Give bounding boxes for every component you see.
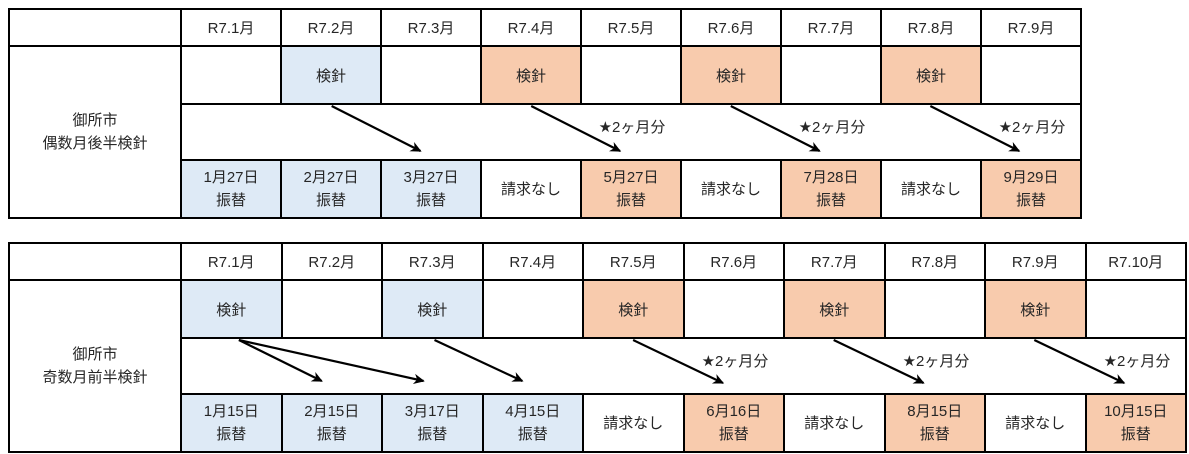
no-billing-cell: 請求なし (680, 159, 782, 219)
arrow-line (331, 106, 422, 152)
month-header-cell: R7.2月 (280, 8, 382, 47)
corner-cell (8, 8, 182, 47)
arrow-area-cell: ★2ヶ月分 ★2ヶ月分 ★2ヶ月分 (180, 337, 1187, 395)
kenshin-empty-cell (180, 45, 282, 105)
kenshin-cell: 検針 (680, 45, 782, 105)
kenshin-empty-cell (980, 45, 1082, 105)
table-title-line: 奇数月前半検針 (42, 369, 148, 386)
arrow-row: ★2ヶ月分 ★2ヶ月分 ★2ヶ月分 (9, 103, 1082, 161)
arrow-line (730, 106, 821, 152)
month-header-cell: R7.6月 (682, 242, 785, 281)
kenshin-empty-cell (380, 45, 482, 105)
kenshin-empty-cell (682, 279, 785, 339)
transfer-cell: 8月15日振替 (883, 393, 986, 453)
transfer-cell: 7月28日振替 (780, 159, 882, 219)
arrow-line (530, 106, 622, 152)
month-header-cell: R7.1月 (180, 242, 283, 281)
billing-arrows (331, 106, 1021, 152)
month-header-cell: R7.3月 (381, 242, 484, 281)
month-header-cell: R7.7月 (783, 242, 886, 281)
transfer-cell: 1月27日振替 (180, 159, 282, 219)
transfer-row: 1月15日振替 2月15日振替 3月17日振替 4月15日振替 請求なし 6月1… (9, 393, 1187, 453)
transfer-cell: 9月29日振替 (980, 159, 1082, 219)
no-billing-cell: 請求なし (582, 393, 685, 453)
kenshin-row: 御所市 偶数月後半検針 検針 検針 検針 検針 (8, 45, 1082, 219)
kenshin-cell: 検針 (480, 45, 582, 105)
kenshin-cell: 検針 (783, 279, 886, 339)
billing-arrows (238, 340, 1126, 384)
month-header-cell: R7.8月 (883, 242, 986, 281)
odd-month-schedule-table: R7.1月 R7.2月 R7.3月 R7.4月 R7.5月 R7.6月 R7.7… (8, 242, 1187, 453)
arrow-row: ★2ヶ月分 ★2ヶ月分 ★2ヶ月分 (9, 337, 1187, 395)
no-billing-cell: 請求なし (984, 393, 1087, 453)
month-header-cell: R7.3月 (380, 8, 482, 47)
transfer-cell: 6月16日振替 (682, 393, 785, 453)
kenshin-empty-cell (883, 279, 986, 339)
transfer-cell: 2月27日振替 (280, 159, 382, 219)
month-header-cell: R7.5月 (582, 242, 685, 281)
arrow-line (833, 340, 925, 384)
no-billing-cell: 請求なし (783, 393, 886, 453)
month-header-cell: R7.9月 (980, 8, 1082, 47)
no-billing-cell: 請求なし (880, 159, 982, 219)
kenshin-empty-cell (780, 45, 882, 105)
table-title-line: 御所市 (72, 346, 118, 363)
kenshin-cell: 検針 (180, 279, 283, 339)
month-header-cell: R7.9月 (984, 242, 1087, 281)
two-months-note: ★2ヶ月分 (598, 119, 666, 136)
kenshin-cell: 検針 (984, 279, 1087, 339)
arrow-area-cell: ★2ヶ月分 ★2ヶ月分 ★2ヶ月分 (180, 103, 1082, 161)
two-months-note: ★2ヶ月分 (902, 353, 970, 370)
kenshin-cell: 検針 (280, 45, 382, 105)
two-months-note: ★2ヶ月分 (798, 119, 866, 136)
month-header-cell: R7.8月 (880, 8, 982, 47)
month-header-cell: R7.6月 (680, 8, 782, 47)
kenshin-empty-cell (481, 279, 584, 339)
arrow-line (238, 340, 323, 382)
month-header-cell: R7.4月 (481, 242, 584, 281)
arrow-line (632, 340, 725, 384)
table-title-cell: 御所市 偶数月後半検針 (8, 45, 182, 219)
transfer-row: 1月27日振替 2月27日振替 3月27日振替 請求なし 5月27日振替 請求な… (9, 159, 1082, 219)
transfer-cell: 4月15日振替 (481, 393, 584, 453)
transfer-cell: 3月17日振替 (381, 393, 484, 453)
transfer-cell: 3月27日振替 (380, 159, 482, 219)
table-title-cell: 御所市 奇数月前半検針 (8, 279, 182, 453)
month-header-cell: R7.7月 (780, 8, 882, 47)
kenshin-empty-cell (280, 279, 383, 339)
two-months-note: ★2ヶ月分 (998, 119, 1066, 136)
transfer-cell: 1月15日振替 (180, 393, 283, 453)
month-header-row: R7.1月 R7.2月 R7.3月 R7.4月 R7.5月 R7.6月 R7.7… (8, 8, 1082, 47)
kenshin-cell: 検針 (582, 279, 685, 339)
arrow-line (434, 340, 524, 382)
two-months-note: ★2ヶ月分 (701, 353, 769, 370)
month-header-cell: R7.5月 (580, 8, 682, 47)
transfer-cell: 5月27日振替 (580, 159, 682, 219)
transfer-cell: 10月15日振替 (1084, 393, 1187, 453)
month-header-cell: R7.4月 (480, 8, 582, 47)
kenshin-cell: 検針 (381, 279, 484, 339)
kenshin-cell: 検針 (880, 45, 982, 105)
month-header-cell: R7.1月 (180, 8, 282, 47)
month-header-cell: R7.10月 (1084, 242, 1187, 281)
month-header-cell: R7.2月 (280, 242, 383, 281)
arrow-line (1033, 340, 1126, 384)
two-months-note: ★2ヶ月分 (1103, 353, 1171, 370)
month-header-row: R7.1月 R7.2月 R7.3月 R7.4月 R7.5月 R7.6月 R7.7… (8, 242, 1187, 281)
table-title-line: 偶数月後半検針 (42, 135, 148, 152)
table-title-line: 御所市 (72, 112, 118, 129)
corner-cell (8, 242, 182, 281)
arrow-line (238, 340, 425, 384)
transfer-cell: 2月15日振替 (280, 393, 383, 453)
no-billing-cell: 請求なし (480, 159, 582, 219)
arrow-line (929, 106, 1021, 152)
kenshin-empty-cell (580, 45, 682, 105)
kenshin-empty-cell (1084, 279, 1187, 339)
even-month-schedule-table: R7.1月 R7.2月 R7.3月 R7.4月 R7.5月 R7.6月 R7.7… (8, 8, 1082, 219)
kenshin-row: 御所市 奇数月前半検針 検針 検針 検針 検針 検針 (8, 279, 1187, 453)
